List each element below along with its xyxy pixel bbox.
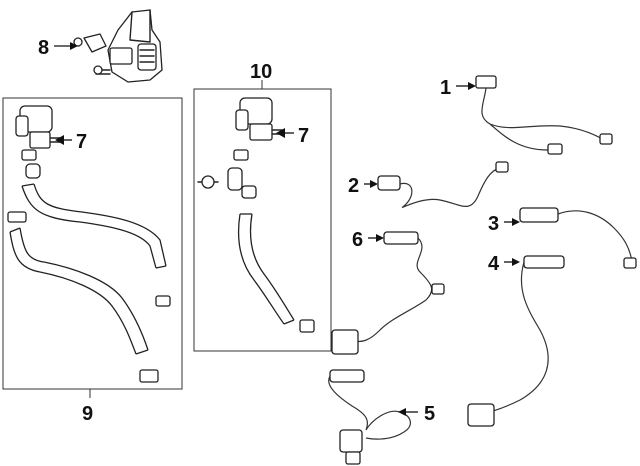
callout-7b-arrow <box>276 128 285 138</box>
callout-7b: 7 <box>298 125 309 147</box>
callout-4: 4 <box>488 253 500 275</box>
callout-8: 8 <box>38 37 49 59</box>
callout-6-arrow <box>376 234 384 242</box>
callout-5-arrow <box>398 408 406 416</box>
callout-10: 10 <box>250 61 272 83</box>
part-3-sensor <box>519 207 637 269</box>
hose-fittings-left <box>7 163 171 383</box>
part-7-valve-left <box>15 105 61 161</box>
part-5-sensor <box>328 369 411 465</box>
callout-2-arrow <box>370 180 378 188</box>
callout-7a-arrow <box>55 135 64 145</box>
callout-9: 9 <box>82 403 93 425</box>
callout-3: 3 <box>488 213 499 235</box>
group-9-frame <box>2 97 183 390</box>
part-7-valve-right <box>233 97 283 161</box>
callout-6: 6 <box>352 229 363 251</box>
callout-1-arrow <box>468 82 476 90</box>
callout-2: 2 <box>348 175 359 197</box>
callout-5: 5 <box>424 403 435 425</box>
part-2-sensor <box>377 161 509 208</box>
part-6-sensor <box>331 231 445 355</box>
callout-7a: 7 <box>76 131 87 153</box>
callout-4-arrow <box>512 258 520 266</box>
part-1-sensor <box>475 75 613 155</box>
callout-1: 1 <box>440 77 451 99</box>
part-10-hose <box>237 213 295 325</box>
part-8-bracket-assembly <box>73 9 163 83</box>
part-4-sensor <box>467 255 565 427</box>
hose-fittings-right <box>197 167 315 333</box>
part-9-hose-upper <box>21 183 167 269</box>
callout-8-arrow <box>70 42 78 50</box>
callout-3-arrow <box>512 218 520 226</box>
part-9-hose-lower <box>9 227 149 355</box>
